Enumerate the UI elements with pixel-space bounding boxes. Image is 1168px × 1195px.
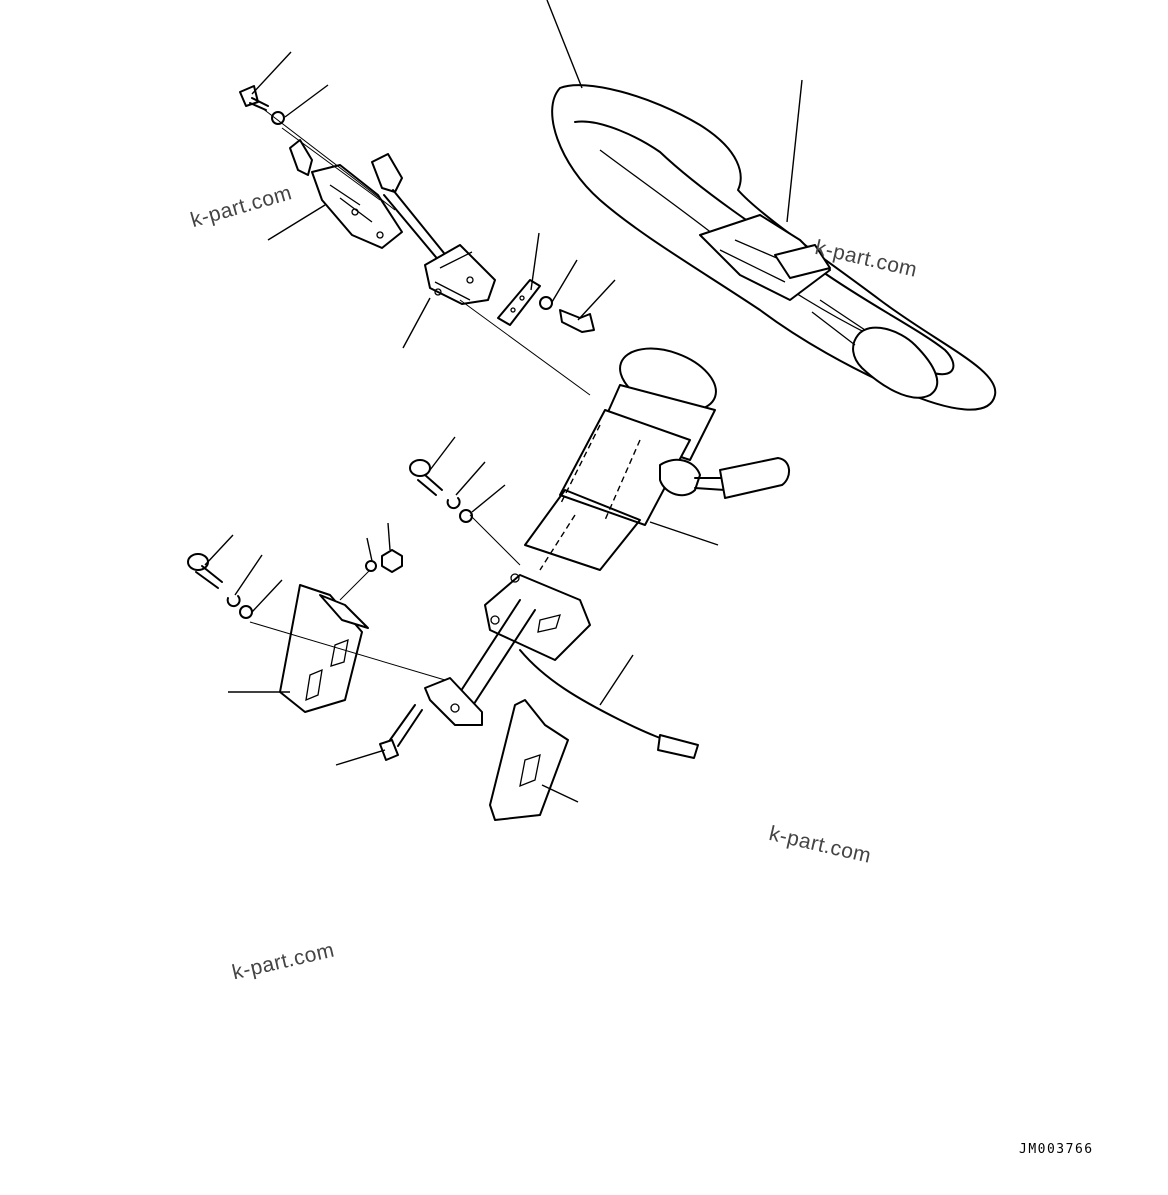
- switch-body: [289, 139, 403, 249]
- steering-column: [454, 347, 790, 711]
- lower-right-bracket: [489, 699, 569, 821]
- mid-fasteners: [365, 459, 473, 573]
- mounting-plate: [497, 279, 541, 326]
- left-bracket: [279, 584, 369, 713]
- drawing-code: JM003766: [1019, 1142, 1094, 1157]
- upper-bolt: [239, 85, 285, 125]
- leader-lines: [204, 0, 803, 803]
- wire-harness: [519, 649, 699, 759]
- assembly-lines: [249, 107, 591, 681]
- right-bolt: [539, 296, 595, 333]
- lower-bolt: [379, 704, 423, 761]
- steering-wheel: [551, 84, 997, 411]
- combination-switch-lever: [371, 153, 496, 305]
- lower-left-fasteners: [187, 553, 253, 619]
- lower-switch: [424, 677, 483, 726]
